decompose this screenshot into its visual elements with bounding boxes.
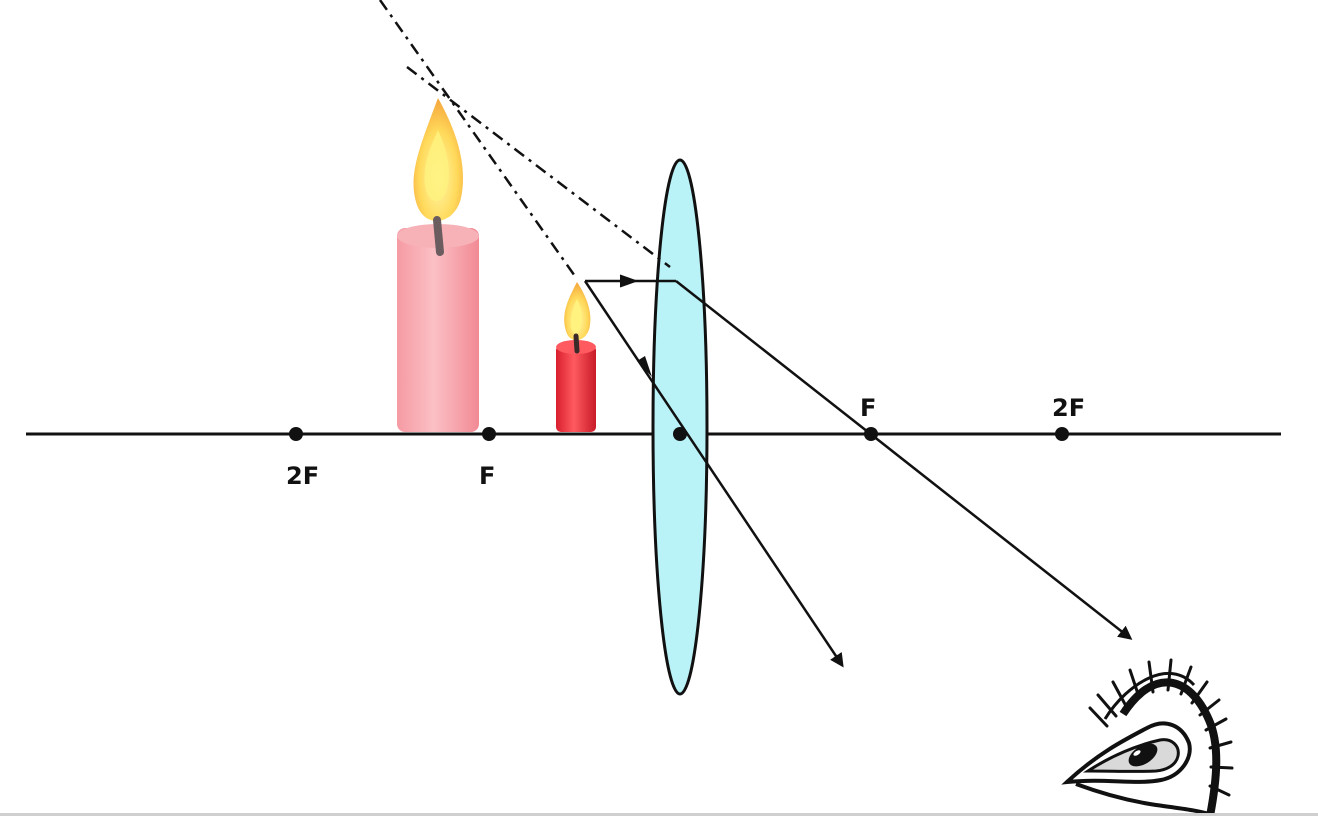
point-left-f: [482, 427, 496, 441]
label-left-f: F: [479, 462, 495, 490]
bottom-border: [0, 813, 1318, 816]
point-right-2f: [1055, 427, 1069, 441]
virtual-ray-parallel-extension: [378, 0, 579, 280]
eye-icon: [1061, 658, 1234, 816]
ray-center-arrow: [637, 356, 652, 377]
point-left-2f: [289, 427, 303, 441]
candle-icon: [556, 282, 596, 432]
label-right-f: F: [860, 394, 876, 422]
label-right-2f: 2F: [1052, 394, 1085, 422]
point-optical-center: [673, 427, 687, 441]
virtual-image-candle-icon: [397, 98, 479, 432]
ray-parallel-arrow: [619, 274, 639, 288]
virtual-ray-center-extension: [406, 66, 671, 268]
label-left-2f: 2F: [286, 462, 319, 490]
point-right-f: [864, 427, 878, 441]
ray-parallel-refracted: [675, 280, 1133, 640]
ray-through-center: [583, 280, 844, 668]
